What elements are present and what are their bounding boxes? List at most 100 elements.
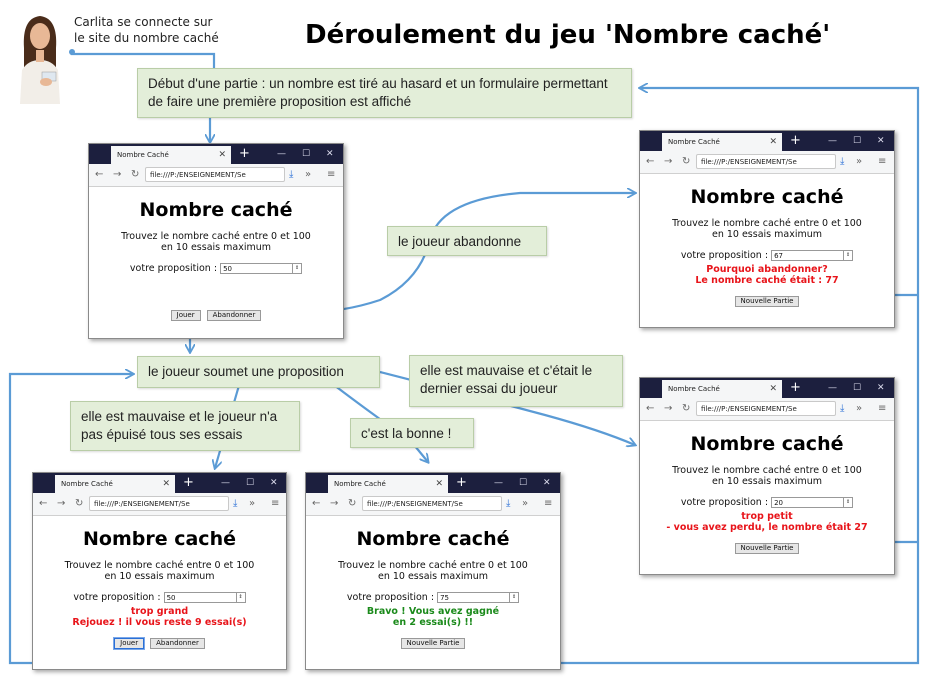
page-heading: Nombre caché [690,186,844,208]
new-tab-icon[interactable]: + [183,475,194,490]
proposition-input[interactable]: 67⇕ [771,250,854,261]
close-window-icon[interactable]: ✕ [543,478,551,488]
reload-icon[interactable]: ↻ [75,498,84,509]
new-tab-icon[interactable]: + [790,380,801,395]
back-icon[interactable]: ← [95,169,104,180]
close-window-icon[interactable]: ✕ [877,136,885,146]
play-button[interactable]: Jouer [170,310,201,321]
browser-tab[interactable]: Nombre Caché✕ [111,146,231,164]
browser-tab[interactable]: Nombre Caché✕ [328,475,448,493]
overflow-icon[interactable]: » [856,403,863,414]
maximize-icon[interactable]: ☐ [519,478,528,488]
new-game-button[interactable]: Nouvelle Partie [734,543,800,554]
download-icon[interactable]: ⤓ [506,498,511,509]
back-icon[interactable]: ← [646,403,655,414]
forward-icon[interactable]: → [330,498,339,509]
new-tab-icon[interactable]: + [239,146,250,161]
maximize-icon[interactable]: ☐ [246,478,255,488]
proposition-label: votre proposition : [73,592,161,603]
browser-tab[interactable]: Nombre Caché✕ [662,380,782,398]
menu-icon[interactable]: ≡ [271,498,280,509]
intro-line: en 10 essais maximum [711,229,823,240]
new-game-button[interactable]: Nouvelle Partie [734,296,800,307]
play-button[interactable]: Jouer [114,638,145,649]
proposition-input[interactable]: 20⇕ [771,497,854,508]
reload-icon[interactable]: ↻ [682,156,691,167]
browser-window-lost: Nombre Caché✕ + — ☐ ✕ ← → ↻ file:///P:/E… [639,377,895,575]
minimize-icon[interactable]: — [828,136,837,146]
new-tab-icon[interactable]: + [790,133,801,148]
proposition-input[interactable]: 75⇕ [437,592,520,603]
forward-icon[interactable]: → [664,403,673,414]
url-bar[interactable]: file:///P:/ENSEIGNEMENT/Se [696,154,836,169]
back-icon[interactable]: ← [646,156,655,167]
intro-line: en 10 essais maximum [711,476,823,487]
new-game-button[interactable]: Nouvelle Partie [400,638,466,649]
minimize-icon[interactable]: — [494,478,503,488]
spinner-icon: ⇕ [843,251,852,260]
spinner-icon: ⇕ [509,593,518,602]
abandon-button[interactable]: Abandonner [150,638,205,649]
back-icon[interactable]: ← [312,498,321,509]
proposition-label: votre proposition : [680,250,769,261]
person-caption: Carlita se connecte sur le site du nombr… [74,15,219,45]
url-bar[interactable]: file:///P:/ENSEIGNEMENT/Se [145,167,285,182]
close-tab-icon: ✕ [435,479,443,489]
url-bar[interactable]: file:///P:/ENSEIGNEMENT/Se [362,496,502,511]
browser-window-won: Nombre Caché✕ + — ☐ ✕ ← → ↻ file:///P:/E… [305,472,561,670]
minimize-icon[interactable]: — [277,149,286,159]
reload-icon[interactable]: ↻ [682,403,691,414]
proposition-label: votre proposition : [346,592,435,603]
intro-line: Trouvez le nombre caché entre 0 et 100 [121,231,311,242]
intro-line: en 10 essais maximum [104,571,215,582]
page-heading: Nombre caché [690,433,844,455]
close-tab-icon: ✕ [162,479,170,489]
menu-icon[interactable]: ≡ [327,169,336,180]
result-message: trop petit [741,511,793,522]
menu-icon[interactable]: ≡ [878,403,887,414]
url-bar[interactable]: file:///P:/ENSEIGNEMENT/Se [696,401,836,416]
note-submit: le joueur soumet une proposition [137,356,380,388]
maximize-icon[interactable]: ☐ [853,383,862,393]
download-icon[interactable]: ⤓ [289,169,294,180]
proposition-input[interactable]: 50⇕ [220,263,303,274]
overflow-icon[interactable]: » [305,169,312,180]
maximize-icon[interactable]: ☐ [302,149,311,159]
forward-icon[interactable]: → [57,498,66,509]
result-message: Le nombre caché était : 77 [695,275,839,286]
intro-line: Trouvez le nombre caché entre 0 et 100 [64,560,255,571]
page-heading: Nombre caché [83,528,236,550]
reload-icon[interactable]: ↻ [348,498,357,509]
close-window-icon[interactable]: ✕ [877,383,885,393]
close-window-icon[interactable]: ✕ [270,478,278,488]
minimize-icon[interactable]: — [828,383,837,393]
forward-icon[interactable]: → [113,169,122,180]
overflow-icon[interactable]: » [856,156,863,167]
browser-tab[interactable]: Nombre Caché✕ [55,475,175,493]
url-bar[interactable]: file:///P:/ENSEIGNEMENT/Se [89,496,229,511]
result-message: Pourquoi abandonner? [706,264,828,275]
note-good: c'est la bonne ! [350,418,474,448]
overflow-icon[interactable]: » [522,498,529,509]
download-icon[interactable]: ⤓ [840,156,845,167]
proposition-label: votre proposition : [680,497,769,508]
download-icon[interactable]: ⤓ [233,498,238,509]
browser-window-abandoned: Nombre Caché✕ + — ☐ ✕ ← → ↻ file:///P:/E… [639,130,895,328]
abandon-button[interactable]: Abandonner [206,310,262,321]
back-icon[interactable]: ← [39,498,48,509]
menu-icon[interactable]: ≡ [544,498,553,509]
forward-icon[interactable]: → [664,156,673,167]
intro-line: Trouvez le nombre caché entre 0 et 100 [672,218,862,229]
close-tab-icon: ✕ [769,384,777,394]
download-icon[interactable]: ⤓ [840,403,845,414]
proposition-input[interactable]: 50⇕ [163,592,246,603]
overflow-icon[interactable]: » [249,498,256,509]
menu-icon[interactable]: ≡ [878,156,887,167]
minimize-icon[interactable]: — [221,478,230,488]
new-tab-icon[interactable]: + [456,475,467,490]
browser-window-retry: Nombre Caché✕ + — ☐ ✕ ← → ↻ file:///P:/E… [32,472,287,670]
browser-tab[interactable]: Nombre Caché✕ [662,133,782,151]
reload-icon[interactable]: ↻ [131,169,140,180]
close-window-icon[interactable]: ✕ [326,149,334,159]
maximize-icon[interactable]: ☐ [853,136,862,146]
